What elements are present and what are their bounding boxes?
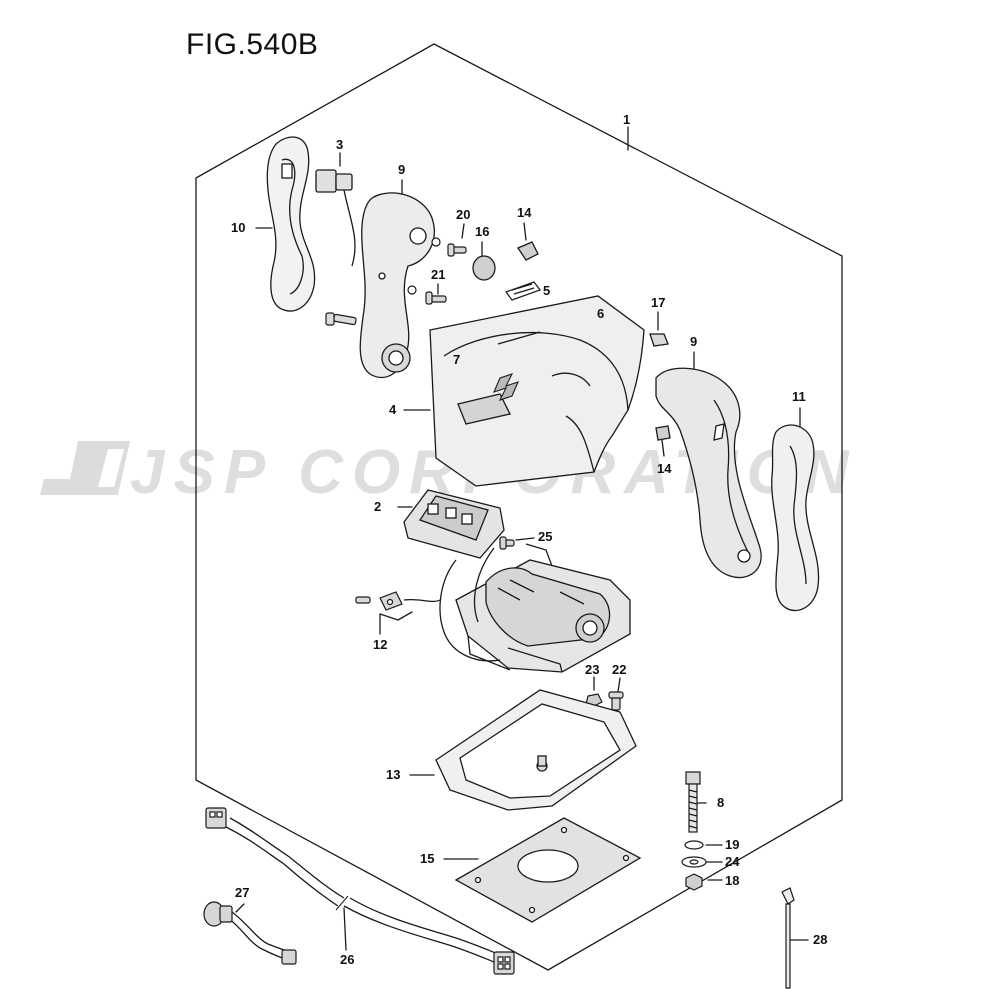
lever-screw [325,312,357,326]
part-4-cover [429,295,645,487]
part-11-side-panel [771,424,820,612]
part-27-connector [203,901,297,965]
part-21-screw [407,285,447,305]
callout-10: 10 [231,220,246,235]
part-13-base [435,689,637,811]
part-3-connector [315,169,356,267]
part-10-side-cover [266,136,316,312]
callout-16: 16 [475,224,490,239]
part-8-bolt [685,771,701,833]
part-14-cap-right [655,425,671,441]
leader-14a [523,222,527,241]
part-7-emblem [493,373,519,401]
callout-14b: 14 [657,461,672,476]
leader-22 [617,677,621,693]
part-14-cap-top [517,241,539,261]
callout-18: 18 [725,873,740,888]
callout-15: 15 [420,851,435,866]
part-22-screw [608,691,624,711]
wiring-harness [439,547,501,662]
part-2-switch-panel [403,489,505,559]
harness-connector-a [205,807,227,829]
callout-8: 8 [717,795,725,810]
callout-20: 20 [456,207,471,222]
part-18-nut [685,873,703,891]
leader-25 [515,537,535,541]
callout-3: 3 [336,137,344,152]
callout-14a: 14 [517,205,532,220]
part-17-tab [649,333,669,347]
part-27-harness [227,911,291,961]
part-20-screw [431,237,467,257]
callout-9a: 9 [398,162,406,177]
callout-5: 5 [543,283,551,298]
callout-25: 25 [538,529,553,544]
callout-1: 1 [623,112,631,127]
control-mechanism [455,543,631,673]
part-9-lever-left [359,192,435,379]
part-19-washer [684,840,704,850]
callout-27: 27 [235,885,250,900]
leader-27 [235,903,245,913]
callout-17: 17 [651,295,666,310]
part-26-harness [223,817,499,963]
callout-4: 4 [389,402,397,417]
harness-connector-b [493,951,515,975]
part-25-screw [499,536,515,550]
leader-20 [461,223,465,239]
callout-11: 11 [792,389,806,404]
callout-26: 26 [340,952,355,967]
callout-19: 19 [725,837,740,852]
leader-12 [379,611,413,635]
callout-22: 22 [612,662,627,677]
part-12-terminal [355,591,441,611]
part-24-washer [681,856,707,868]
callout-7: 7 [453,352,461,367]
callout-12: 12 [373,637,388,652]
part-9-lever-right [655,367,762,579]
part-28-cable-tie [781,887,795,989]
part-16-cap [472,255,496,281]
callout-21: 21 [431,267,446,282]
part-5-label [505,281,541,301]
callout-2: 2 [374,499,382,514]
callout-13: 13 [386,767,401,782]
callout-23: 23 [585,662,600,677]
figure-title: FIG.540B [186,28,319,61]
callout-9b: 9 [690,334,698,349]
callout-24: 24 [725,854,740,869]
leader-26 [343,907,347,951]
assembly-boundary [195,43,843,971]
callout-28: 28 [813,932,828,947]
callout-6: 6 [597,306,605,321]
part-15-gasket [454,817,642,923]
leader-14b [661,439,665,457]
